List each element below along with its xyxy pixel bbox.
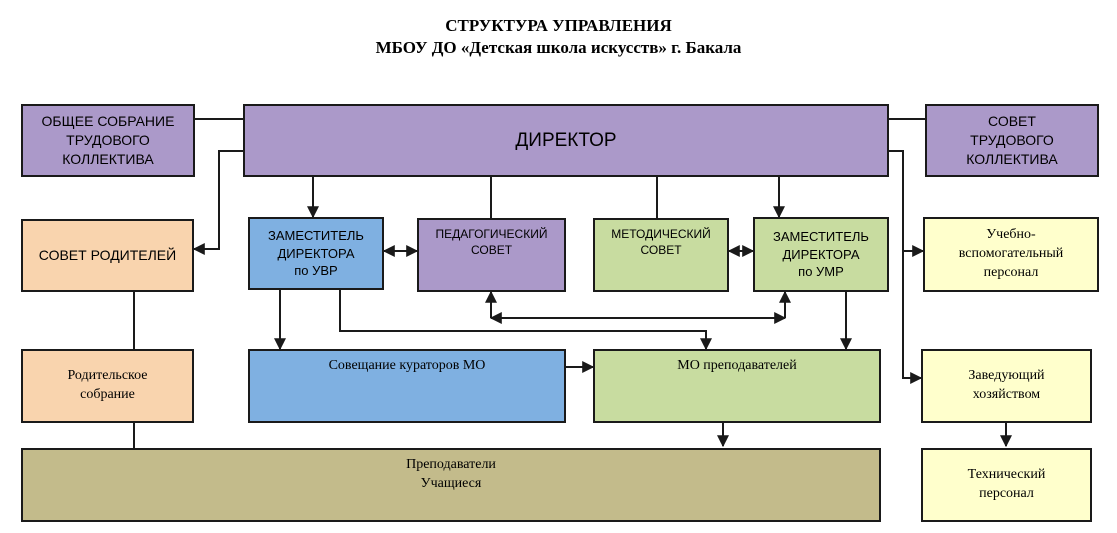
curators-meeting-box: Совещание кураторов МО	[248, 349, 566, 423]
deputy-uvr-box: ЗАМЕСТИТЕЛЬ ДИРЕКТОРА по УВР	[248, 217, 384, 290]
deputy-umr-box: ЗАМЕСТИТЕЛЬ ДИРЕКТОРА по УМР	[753, 217, 889, 292]
director-label: ДИРЕКТОР	[515, 129, 617, 151]
method-council-box: МЕТОДИЧЕСКИЙ СОВЕТ	[593, 218, 729, 292]
technical-staff-label: Технический персонал	[967, 467, 1046, 501]
deputy-uvr-label: ЗАМЕСТИТЕЛЬ ДИРЕКТОРА по УВР	[268, 228, 364, 279]
teachers-students-box: Преподаватели Учащиеся	[21, 448, 881, 522]
teachers-mo-box: МО преподавателей	[593, 349, 881, 423]
deputy-umr-label: ЗАМЕСТИТЕЛЬ ДИРЕКТОРА по УМР	[773, 229, 869, 280]
parents-meeting-label: Родительское собрание	[67, 368, 148, 402]
curators-meeting-label: Совещание кураторов МО	[328, 358, 486, 373]
parents-meeting-box: Родительское собрание	[21, 349, 194, 423]
labor-council-label: СОВЕТ ТРУДОВОГО КОЛЛЕКТИВА	[966, 113, 1058, 167]
housekeeping-box: Заведующий хозяйством	[921, 349, 1092, 423]
ped-council-label: ПЕДАГОГИЧЕСКИЙ СОВЕТ	[435, 227, 548, 258]
page-subtitle: МБОУ ДО «Детская школа искусств» г. Бака…	[375, 38, 742, 57]
method-council-label: МЕТОДИЧЕСКИЙ СОВЕТ	[611, 227, 711, 258]
parents-council-label: СОВЕТ РОДИТЕЛЕЙ	[38, 247, 177, 264]
ped-council-box: ПЕДАГОГИЧЕСКИЙ СОВЕТ	[417, 218, 566, 292]
support-staff-label: Учебно- вспомогательный персонал	[958, 227, 1064, 280]
labor-council-box: СОВЕТ ТРУДОВОГО КОЛЛЕКТИВА	[925, 104, 1099, 177]
director-box: ДИРЕКТОР	[243, 104, 889, 177]
page-title: СТРУКТУРА УПРАВЛЕНИЯ	[445, 16, 672, 35]
teachers-students-label: Преподаватели Учащиеся	[406, 457, 496, 491]
housekeeping-label: Заведующий хозяйством	[968, 368, 1045, 402]
parents-council-box: СОВЕТ РОДИТЕЛЕЙ	[21, 219, 194, 292]
support-staff-box: Учебно- вспомогательный персонал	[923, 217, 1099, 292]
connector-director-parents-council	[192, 150, 243, 255]
teachers-mo-label: МО преподавателей	[677, 358, 797, 373]
general-meeting-label: ОБЩЕЕ СОБРАНИЕ ТРУДОВОГО КОЛЛЕКТИВА	[41, 113, 175, 167]
connector-director-right-branch	[889, 150, 923, 384]
connector-uvr-mo	[339, 290, 712, 351]
general-meeting-box: ОБЩЕЕ СОБРАНИЕ ТРУДОВОГО КОЛЛЕКТИВА	[21, 104, 195, 177]
technical-staff-box: Технический персонал	[921, 448, 1092, 522]
